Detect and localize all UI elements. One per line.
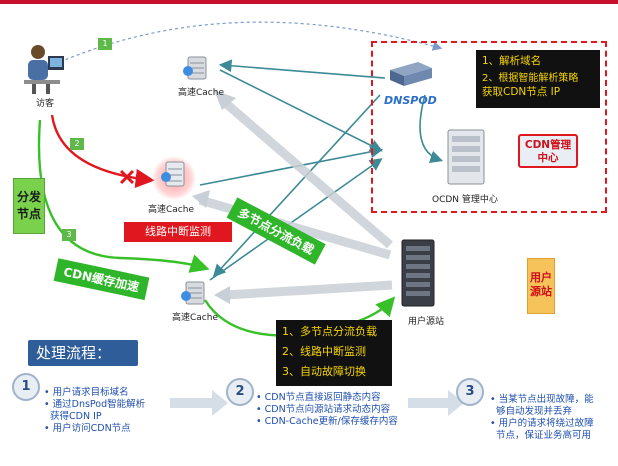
feature-item: 1、多节点分流负载 <box>282 325 377 338</box>
features-note: 1、多节点分流负载 2、线路中断监测 3、自动故障切换 <box>276 320 392 386</box>
management-region <box>371 41 607 213</box>
origin-label: 用户源站 <box>408 317 445 327</box>
step-number-1: 1 <box>12 373 40 401</box>
visitor-label: 访客 <box>36 99 55 109</box>
step-number-3: 3 <box>456 378 484 406</box>
step-1-list: • 用户请求目标域名 • 通过DnsPod智能解析 获得CDN IP • 用户访… <box>44 387 145 435</box>
dns-note-line2: 2、根据智能解析策略 <box>482 73 579 84</box>
feature-item: 2、线路中断监测 <box>282 345 366 358</box>
distribute-node-box: 分发节点 <box>13 178 45 234</box>
origin-server-icon <box>401 239 435 307</box>
ocdn-label: OCDN 管理中心 <box>432 195 498 205</box>
step-item: 够自动发现并丢弃 <box>496 406 573 417</box>
step-item: 获得CDN IP <box>50 411 102 422</box>
failed-route-line <box>50 114 155 188</box>
step-item: • CDN节点直接返回静态内容 <box>256 392 381 403</box>
cache-top-label: 高速Cache <box>178 88 224 98</box>
dnspod-label: DNSPOD <box>384 94 437 107</box>
dns-note-line3: 获取CDN节点 IP <box>482 86 561 98</box>
step-item: • 用户的请求将绕过故障 <box>490 418 594 429</box>
user-origin-box: 用户源站 <box>527 258 555 314</box>
step-2-list: • CDN节点直接返回静态内容 • CDN节点向源站请求动态内容 • CDN-C… <box>256 392 398 428</box>
top-accent-bar <box>0 0 618 4</box>
step-item: • CDN-Cache更新/保存缓存内容 <box>256 416 398 427</box>
cache-mid-label: 高速Cache <box>148 205 194 215</box>
dns-note-line1: 1、解析域名 <box>482 55 542 67</box>
ocdn-server-icon <box>447 129 485 185</box>
step-item: • 当某节点出现故障，能 <box>490 394 594 405</box>
cache-bottom-label: 高速Cache <box>172 313 218 323</box>
cdn-mgmt-box: CDN管理中心 <box>518 134 578 168</box>
cache-top-icon <box>183 56 207 80</box>
step-item: 节点，保证业务高可用 <box>496 430 592 441</box>
line-monitor-label: 线路中断监测 <box>124 222 232 242</box>
step-number-2: 2 <box>226 378 254 406</box>
step-badge-1: 1 <box>98 38 112 50</box>
process-title: 处理流程： <box>28 340 138 366</box>
step-badge-3: 3 <box>62 229 76 241</box>
failure-x-icon <box>119 169 135 185</box>
visitor-icon <box>24 45 64 94</box>
step-item: • 通过DnsPod智能解析 <box>44 399 146 410</box>
step-badge-2: 2 <box>70 138 84 150</box>
step-3-list: • 当某节点出现故障，能 够自动发现并丢弃 • 用户的请求将绕过故障 节点，保证… <box>490 394 594 442</box>
cache-mid-icon <box>161 161 185 187</box>
cache-bottom-icon <box>181 281 205 305</box>
dnspod-server-icon <box>390 62 432 86</box>
step-item: • 用户访问CDN节点 <box>44 423 131 434</box>
step-item: • 用户请求目标域名 <box>44 387 129 398</box>
step-item: • CDN节点向源站请求动态内容 <box>256 404 391 415</box>
feature-item: 3、自动故障切换 <box>282 365 366 378</box>
dns-resolve-note: 1、解析域名 2、根据智能解析策略 获取CDN节点 IP <box>476 50 600 108</box>
process-arrows <box>170 390 464 416</box>
